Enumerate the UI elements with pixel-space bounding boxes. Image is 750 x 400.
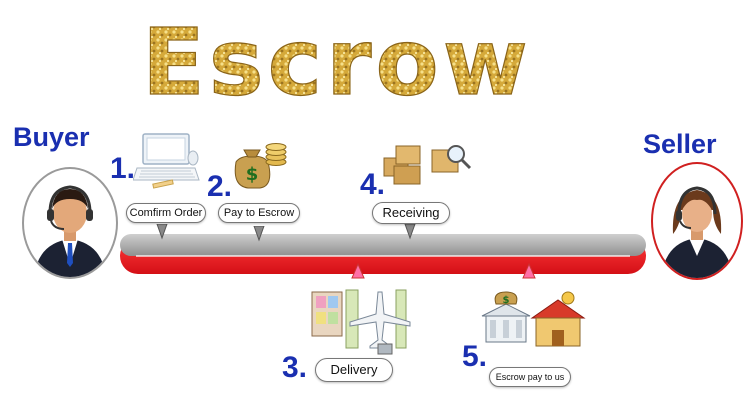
escrow-timeline-bar <box>120 234 646 274</box>
step4-marker <box>404 224 416 240</box>
step2-label: Pay to Escrow <box>218 203 300 223</box>
step1-label: Comfirm Order <box>126 203 206 223</box>
step4-label: Receiving <box>372 202 450 224</box>
timeline-gray-band <box>120 234 646 256</box>
svg-text:$: $ <box>503 295 510 306</box>
step3-marker <box>351 262 365 279</box>
buyer-avatar <box>22 167 118 279</box>
title-text: Escrow <box>142 9 532 106</box>
step1-number: 1. <box>110 152 136 185</box>
step5-label: Escrow pay to us <box>489 367 571 387</box>
step4-number: 4. <box>360 168 386 201</box>
step5-number: 5. <box>462 340 488 373</box>
package-inspect-icon <box>383 145 472 185</box>
step1-marker <box>156 224 168 240</box>
escrow-title: Escrow <box>141 8 532 106</box>
svg-text:$: $ <box>246 164 259 185</box>
step3-number: 3. <box>282 351 308 384</box>
step2-number: 2. <box>207 170 233 203</box>
female-support-agent-icon <box>661 186 733 278</box>
seller-label: Seller <box>643 129 717 159</box>
seller-avatar <box>651 162 743 280</box>
shipping-icon <box>311 289 411 355</box>
step2-marker <box>253 226 265 242</box>
male-support-agent-icon <box>34 185 106 277</box>
step5-marker <box>522 262 536 279</box>
money-bag-icon: $ <box>234 143 287 189</box>
buyer-label: Buyer <box>13 122 90 152</box>
bank-house-icon: $ <box>481 291 586 347</box>
step3-label: Delivery <box>315 358 393 382</box>
computer-icon <box>133 133 200 189</box>
